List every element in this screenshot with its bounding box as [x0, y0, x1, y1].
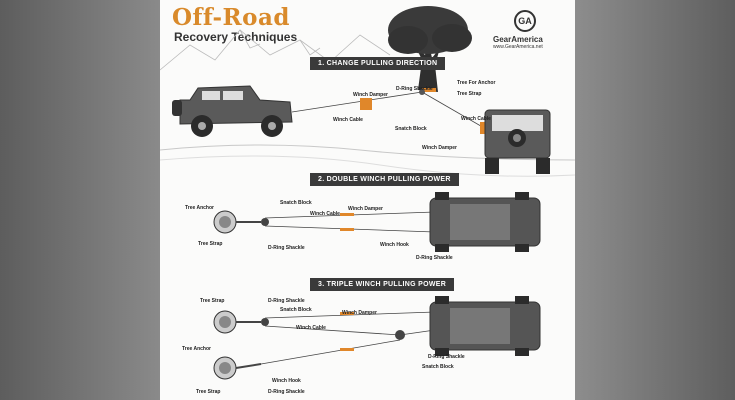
blurred-background-left [0, 0, 160, 400]
label-tree-strap: Tree Strap [457, 91, 482, 97]
logo-url: www.GearAmerica.net [493, 44, 543, 50]
label-tree-strap: Tree Strap [200, 298, 225, 304]
tree-anchor-icon [388, 6, 472, 92]
jeep-rear-view-icon [484, 109, 551, 174]
section2-rigging [213, 192, 541, 252]
section3-rigging [213, 296, 541, 380]
label-snatch-block: Snatch Block [280, 307, 312, 313]
label-winch-damper: Winch Damper [348, 206, 383, 212]
label-winch-damper: Winch Damper [353, 92, 388, 98]
label-d-ring-shackle: D-Ring Shackle [268, 389, 305, 395]
section-1-banner: 1. CHANGE PULLING DIRECTION [310, 57, 446, 70]
label-snatch-block: Snatch Block [422, 364, 454, 370]
label-snatch-block: Snatch Block [395, 126, 427, 132]
label-winch-cable: Winch Cable [310, 211, 340, 217]
infographic-poster: Off-Road Recovery Techniques GA GearAmer… [160, 0, 575, 400]
gearamerica-logo-icon: GA [514, 10, 536, 32]
ground-terrain [160, 144, 575, 161]
logo-name: GearAmerica [493, 35, 543, 44]
label-winch-hook: Winch Hook [380, 242, 409, 248]
label-tree-strap: Tree Strap [198, 241, 223, 247]
section-2-banner: 2. DOUBLE WINCH PULLING POWER [310, 173, 459, 186]
blurred-background-right [575, 0, 735, 400]
label-d-ring-shackle: D-Ring Shackle [268, 245, 305, 251]
poster-subtitle: Recovery Techniques [174, 30, 298, 44]
label-d-ring-shackle: D-Ring Shackle [268, 298, 305, 304]
label-winch-cable: Winch Cable [461, 116, 491, 122]
label-d-ring-shackle: D-Ring Shackle [416, 255, 453, 261]
label-tree-anchor: Tree Anchor [182, 346, 211, 352]
label-tree-strap: Tree Strap [196, 389, 221, 395]
label-winch-damper: Winch Damper [422, 145, 457, 151]
label-snatch-block: Snatch Block [280, 200, 312, 206]
label-d-ring-shackle: D-Ring Shackle [428, 354, 465, 360]
label-winch-cable: Winch Cable [296, 325, 326, 331]
mountains-sketch [160, 29, 391, 71]
jeep-side-view-icon [172, 85, 293, 137]
label-winch-hook: Winch Hook [272, 378, 301, 384]
snatch-block-icon [419, 89, 425, 95]
poster-title: Off-Road [172, 4, 290, 31]
diagram-illustration [160, 6, 575, 380]
label-winch-cable: Winch Cable [333, 117, 363, 123]
winch-damper-icon [360, 98, 372, 110]
label-tree-anchor: Tree Anchor [185, 205, 214, 211]
section-3-banner: 3. TRIPLE WINCH PULLING POWER [310, 278, 455, 291]
label-d-ring-shackle: D-Ring Shackle [396, 86, 433, 92]
label-tree-for-anchor: Tree For Anchor [457, 80, 496, 86]
label-winch-damper: Winch Damper [342, 310, 377, 316]
